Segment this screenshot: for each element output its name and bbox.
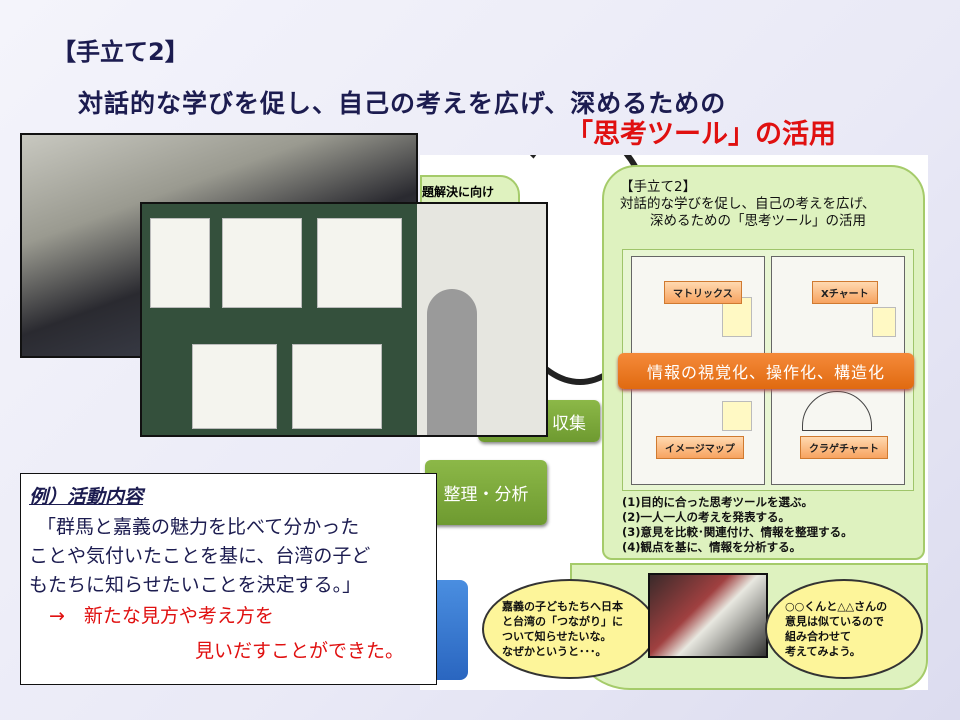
bubble-line: 組み合わせて xyxy=(785,630,851,643)
card-title: 【手立て2】 対話的な学びを促し、自己の考えを広げ、 深めるための「思考ツール」… xyxy=(620,179,876,230)
students-photo xyxy=(648,573,768,658)
step-item: (3)意見を比較･関連付け、情報を整理する。 xyxy=(622,525,853,539)
box-organize: 整理・分析 xyxy=(425,460,547,525)
diagram-partial-label: 題解決に向け xyxy=(422,185,495,199)
example-textbox: 例）活動内容 「群馬と嘉義の魅力を比べて分かった ことや気付いたことを基に、台湾… xyxy=(20,473,437,685)
bubble-line: 意見は似ているので xyxy=(785,615,884,628)
card-title-line3: 深めるための「思考ツール」の活用 xyxy=(650,213,866,229)
example-heading: 例）活動内容 xyxy=(29,486,144,508)
example-result-line2: 見いだすことができた。 xyxy=(195,640,405,662)
step-item: (4)観点を基に、情報を分析する。 xyxy=(622,540,802,554)
bubble-line: 嘉義の子どもたちへ日本 xyxy=(502,600,623,613)
bubble-line: ついて知らせたいな。 xyxy=(502,630,612,643)
example-body-line: 「群馬と嘉義の魅力を比べて分かった xyxy=(37,516,360,538)
bubble-line: と台湾の「つながり」に xyxy=(502,615,623,628)
imagemap-image: イメージマップ xyxy=(631,380,765,485)
slide-title-main: 対話的な学びを促し、自己の考えを広げ、深めるための xyxy=(78,89,727,118)
xchart-image: Xチャート xyxy=(771,256,905,361)
step-item: (1)目的に合った思考ツールを選ぶ。 xyxy=(622,495,814,509)
tool-label-matrix: マトリックス xyxy=(664,281,742,304)
tool-card: 【手立て2】 対話的な学びを促し、自己の考えを広げ、 深めるための「思考ツール」… xyxy=(602,165,925,560)
example-body-line: もたちに知らせたいことを決定する。」 xyxy=(29,574,362,596)
matrix-image: マトリックス xyxy=(631,256,765,361)
example-body: 「群馬と嘉義の魅力を比べて分かった ことや気付いたことを基に、台湾の子ど もたち… xyxy=(29,513,428,600)
tool-label-imagemap: イメージマップ xyxy=(656,436,744,459)
classroom-photo-2 xyxy=(140,202,548,437)
bubble-line: なぜかというと･･･。 xyxy=(502,645,607,658)
thought-bubble-right: ○○くんと△△さんの 意見は似ているので 組み合わせて 考えてみよう。 xyxy=(765,579,923,679)
slide-title-highlight: 「思考ツール」の活用 xyxy=(566,119,836,150)
example-body-line: ことや気付いたことを基に、台湾の子ど xyxy=(29,545,371,567)
box-collect-label: 収集 xyxy=(552,413,586,434)
bubble-line: 考えてみよう。 xyxy=(785,645,861,658)
steps-list: (1)目的に合った思考ツールを選ぶ。 (2)一人一人の考えを発表する。 (3)意… xyxy=(622,495,853,555)
thought-bubble-left: 嘉義の子どもたちへ日本 と台湾の「つながり」に ついて知らせたいな。 なぜかとい… xyxy=(482,579,657,679)
jellyfish-image: クラゲチャート xyxy=(771,380,905,485)
example-result-line1: → 新たな見方や考え方を xyxy=(49,605,274,627)
bubble-line: ○○くんと△△さんの xyxy=(785,600,888,613)
card-title-line1: 【手立て2】 xyxy=(620,179,697,195)
step-item: (2)一人一人の考えを発表する。 xyxy=(622,510,791,524)
tool-label-jellyfish: クラゲチャート xyxy=(800,436,888,459)
tool-label-xchart: Xチャート xyxy=(812,281,878,304)
visualization-banner: 情報の視覚化、操作化、構造化 xyxy=(618,353,914,389)
slide-title-bracket: 【手立て2】 xyxy=(52,38,189,66)
card-title-line2: 対話的な学びを促し、自己の考えを広げ、 xyxy=(620,196,876,212)
